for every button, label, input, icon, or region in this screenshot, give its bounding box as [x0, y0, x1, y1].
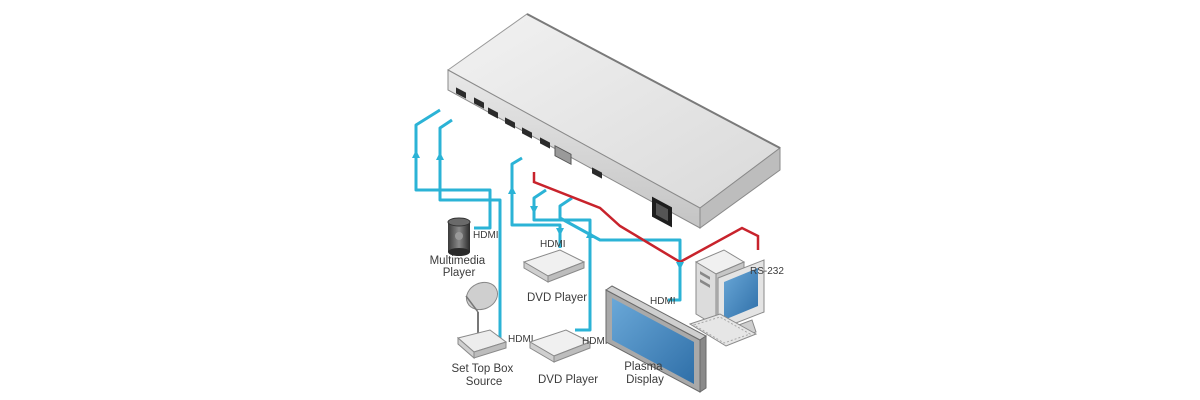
power-socket	[652, 196, 672, 228]
dvd-player-top	[522, 249, 586, 283]
multimedia-player	[447, 217, 471, 256]
set-top-box	[456, 329, 508, 360]
dvd-player-bottom	[528, 329, 592, 363]
hdmi-ports	[456, 87, 602, 179]
plasma-display-label: Plasma Display	[624, 361, 666, 386]
dvd-player-top-label: DVD Player	[527, 292, 587, 304]
pc-keyboard	[688, 313, 758, 347]
cable-dvd-top	[510, 156, 562, 248]
set-top-box-label: Set Top Box Source	[451, 363, 516, 388]
cable-multimedia	[414, 108, 492, 230]
hdmi-label-multimedia: HDMI	[473, 230, 499, 241]
cable-arrows	[412, 150, 684, 270]
hdmi-label-settop: HDMI	[508, 334, 534, 345]
dvd-player-bottom-label: DVD Player	[538, 374, 598, 386]
rs232-port	[554, 144, 572, 166]
cable-plasma	[558, 196, 682, 302]
satellite-dish-icon	[465, 281, 499, 336]
multimedia-player-label: Multimedia Player	[430, 255, 489, 279]
hdmi-label-dvd-top: HDMI	[540, 239, 566, 250]
rs232-label: RS-232	[750, 266, 784, 277]
hdmi-label-plasma: HDMI	[650, 296, 676, 307]
plasma-display	[605, 285, 707, 393]
switcher-unit	[447, 13, 781, 229]
hdmi-label-dvd-bottom: HDMI	[582, 336, 608, 347]
cable-rs232	[532, 172, 760, 264]
